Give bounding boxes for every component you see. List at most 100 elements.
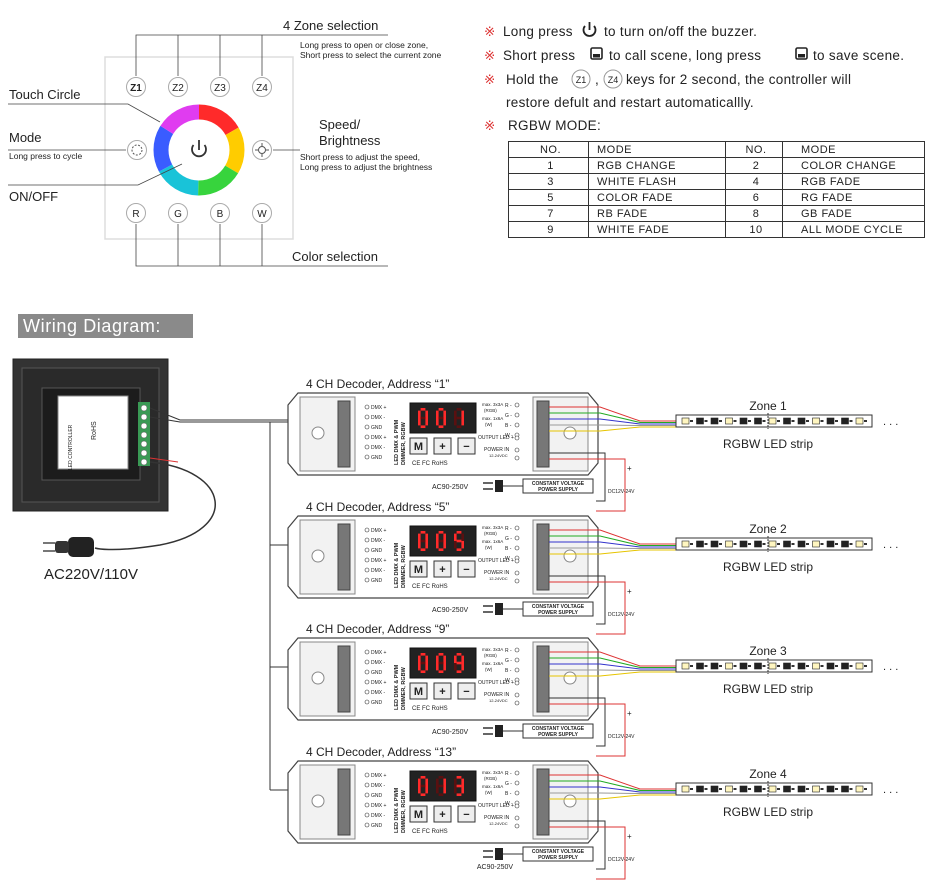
- table-cell: 4: [725, 173, 783, 190]
- decoder-minus-button[interactable]: −: [457, 437, 476, 455]
- output-pin-label: G -: [505, 781, 512, 787]
- speed-label-2: Brightness: [319, 133, 381, 148]
- decoder-mode-button[interactable]: M: [409, 682, 428, 700]
- rgbw-mode-title: RGBW MODE:: [508, 118, 601, 133]
- dmx-pin-label: DMX -: [371, 690, 386, 696]
- decoder-button-label: +: [439, 686, 445, 698]
- color-key-r[interactable]: R: [132, 209, 139, 220]
- dmx-pin-label: DMX +: [371, 405, 387, 411]
- decoder-mode-button[interactable]: M: [409, 805, 428, 823]
- max-rating-2: max. 1x6A: [482, 539, 503, 544]
- decoder-1: 4 CH Decoder, Address “1”DMX +DMX -GNDDM…: [287, 377, 898, 512]
- header-no-2: NO.: [725, 141, 783, 158]
- decoder-mode-button[interactable]: M: [409, 437, 428, 455]
- ac-voltage-label: AC90-250V: [477, 864, 514, 871]
- dmx-pin-label: GND: [371, 670, 383, 676]
- zone-selection-desc-2: Short press to select the current zone: [300, 50, 442, 60]
- output-pin-label: W -: [505, 433, 513, 439]
- zone-key-2[interactable]: Z2: [172, 83, 184, 94]
- psu-label-1: CONSTANT VOLTAGE: [532, 481, 585, 487]
- strip-label: RGBW LED strip: [723, 805, 813, 819]
- note-1b: to turn on/off the buzzer.: [604, 24, 757, 39]
- mode-key[interactable]: [127, 140, 147, 160]
- decoder-plus-button[interactable]: +: [433, 682, 452, 700]
- decoder-minus-button[interactable]: −: [457, 682, 476, 700]
- zone-label: Zone 1: [749, 399, 787, 413]
- on-off-label: ON/OFF: [9, 189, 58, 204]
- dmx-pin-label: DMX +: [371, 680, 387, 686]
- power-in-voltage: 12-24VDC: [489, 821, 508, 826]
- table-cell: RG FADE: [782, 189, 925, 206]
- ac-plug-icon: [483, 848, 523, 860]
- output-led-label: OUTPUT LED +: [478, 558, 514, 564]
- psu-label-1: CONSTANT VOLTAGE: [532, 849, 585, 855]
- rgbw-led-strip: [675, 413, 873, 429]
- zone-selection-label: 4 Zone selection: [283, 18, 378, 33]
- decoder-mode-button[interactable]: M: [409, 560, 428, 578]
- address-display: [418, 531, 464, 551]
- dmx-pin-label: DMX -: [371, 538, 386, 544]
- decoder-plus-button[interactable]: +: [433, 437, 452, 455]
- output-pin-label: B -: [505, 423, 512, 429]
- touch-panel: Z1 Z2 Z3 Z4 R G B W: [8, 18, 442, 267]
- output-led-label: OUTPUT LED +: [478, 803, 514, 809]
- zone-key-4[interactable]: Z4: [256, 83, 268, 94]
- dmx-pin-label: DMX +: [371, 435, 387, 441]
- color-key-g[interactable]: G: [174, 209, 182, 220]
- table-cell: ALL MODE CYCLE: [782, 221, 925, 238]
- decoder-title: 4 CH Decoder, Address “5”: [306, 500, 449, 514]
- decoder-button-label: M: [414, 686, 423, 698]
- color-key-w[interactable]: W: [257, 209, 267, 220]
- output-pin-label: G -: [505, 536, 512, 542]
- header-mode-2: MODE: [782, 141, 925, 158]
- address-display: [418, 653, 464, 673]
- mode-desc: Long press to cycle: [9, 151, 83, 161]
- decoder-plus-button[interactable]: +: [433, 560, 452, 578]
- strip-label: RGBW LED strip: [723, 437, 813, 451]
- color-key-b[interactable]: B: [217, 209, 224, 220]
- psu-label-2: POWER SUPPLY: [538, 855, 578, 861]
- decoder-minus-button[interactable]: −: [457, 560, 476, 578]
- speed-brightness-key[interactable]: [252, 140, 272, 160]
- speed-label-1: Speed/: [319, 117, 361, 132]
- speed-desc-1: Short press to adjust the speed,: [300, 152, 420, 162]
- power-in-voltage: 12-24VDC: [489, 698, 508, 703]
- output-pin-label: R -: [505, 771, 512, 777]
- rgbw-led-strip: [675, 536, 873, 552]
- mode-table-header: NO. MODE NO. MODE: [508, 141, 925, 158]
- decoder-side-label: LED DMX & PWM: [394, 419, 400, 465]
- mains-cable: [94, 457, 216, 551]
- note-3c: keys for 2 second, the controller will: [626, 72, 851, 87]
- strip-continuation: . . .: [883, 784, 898, 796]
- zone-key-1[interactable]: Z1: [130, 83, 142, 94]
- decoder-minus-button[interactable]: −: [457, 805, 476, 823]
- table-cell: WHITE FADE: [588, 221, 726, 238]
- zone-key-4-text: Z4: [608, 75, 619, 85]
- save-icon: [795, 47, 808, 60]
- strip-continuation: . . .: [883, 416, 898, 428]
- notes: ※ Long press to turn on/off the buzzer. …: [484, 22, 904, 133]
- max-rating-1: max. 3x3A: [482, 525, 503, 530]
- note-2c: to save scene.: [813, 48, 904, 63]
- decoder-3: 4 CH Decoder, Address “9”DMX +DMX -GNDDM…: [287, 622, 898, 757]
- dc-voltage-label: DC12V-24V: [608, 612, 635, 618]
- max-rating-2b: (W): [485, 667, 493, 672]
- table-cell: COLOR FADE: [588, 189, 726, 206]
- note-3a: Hold the: [506, 72, 559, 87]
- decoder-plus-button[interactable]: +: [433, 805, 452, 823]
- power-icon[interactable]: [191, 140, 207, 158]
- note-1a: Long press: [503, 24, 573, 39]
- dc-plus: +: [627, 587, 632, 596]
- max-rating-1: max. 3x3A: [482, 402, 503, 407]
- dmx-pin-label: DMX +: [371, 803, 387, 809]
- decoder-4: 4 CH Decoder, Address “13”DMX +DMX -GNDD…: [287, 745, 898, 880]
- output-pin-label: G -: [505, 658, 512, 664]
- decoder-side-label-2: DIMMER, RGBW: [401, 666, 407, 710]
- rgbw-led-strip: [675, 658, 873, 674]
- max-rating-2: max. 1x6A: [482, 661, 503, 666]
- zone-key-3[interactable]: Z3: [214, 83, 226, 94]
- output-pin-label: W -: [505, 556, 513, 562]
- table-cell: WHITE FLASH: [588, 173, 726, 190]
- table-cell: 2: [725, 157, 783, 174]
